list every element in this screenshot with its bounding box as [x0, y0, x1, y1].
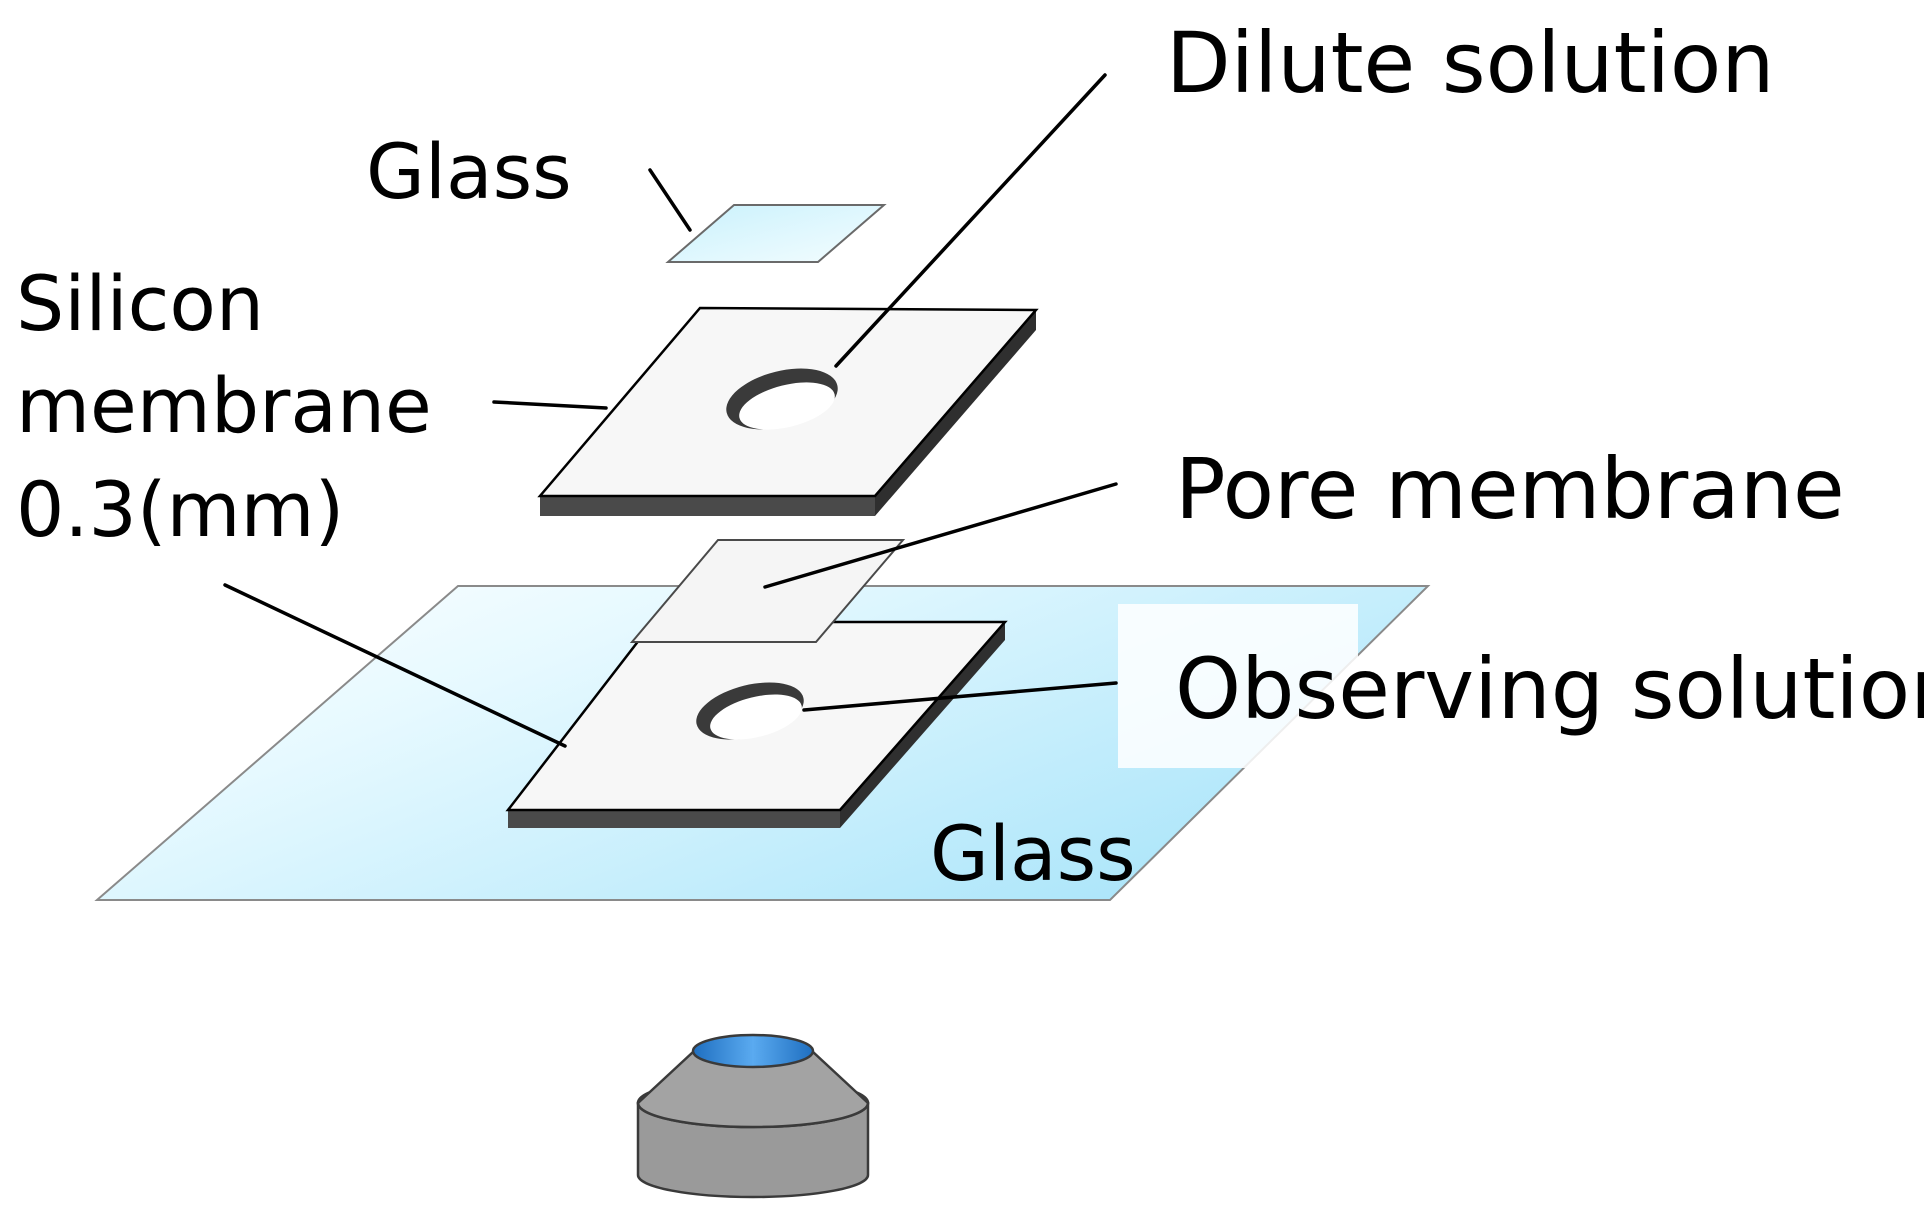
leader-pore-membrane	[763, 482, 1118, 589]
observing-label-backdrop	[1118, 604, 1358, 768]
label-glass-top: Glass	[366, 127, 572, 216]
label-observing-solution: Observing solution	[1175, 640, 1924, 738]
leader-observing-solution	[802, 681, 1118, 712]
label-silicon-line1: Silicon	[16, 259, 264, 348]
lower-silicon-membrane	[505, 620, 1008, 828]
objective-lens-glass	[691, 1033, 815, 1069]
label-silicon-line3: 0.3(mm)	[16, 465, 344, 554]
label-pore-membrane: Pore membrane	[1175, 440, 1845, 538]
label-glass-bottom: Glass	[930, 809, 1136, 898]
upper-silicon-membrane	[537, 306, 1039, 516]
leader-lines	[223, 73, 1118, 748]
objective-lens	[636, 1033, 870, 1199]
leader-glass-top	[648, 168, 692, 232]
leader-silicon-upper	[492, 400, 608, 410]
leader-dilute-solution	[834, 73, 1107, 368]
top-glass-cover	[665, 204, 887, 263]
label-dilute-solution: Dilute solution	[1166, 14, 1775, 112]
leader-silicon-lower	[223, 583, 567, 748]
label-silicon-line2: membrane	[16, 361, 432, 450]
